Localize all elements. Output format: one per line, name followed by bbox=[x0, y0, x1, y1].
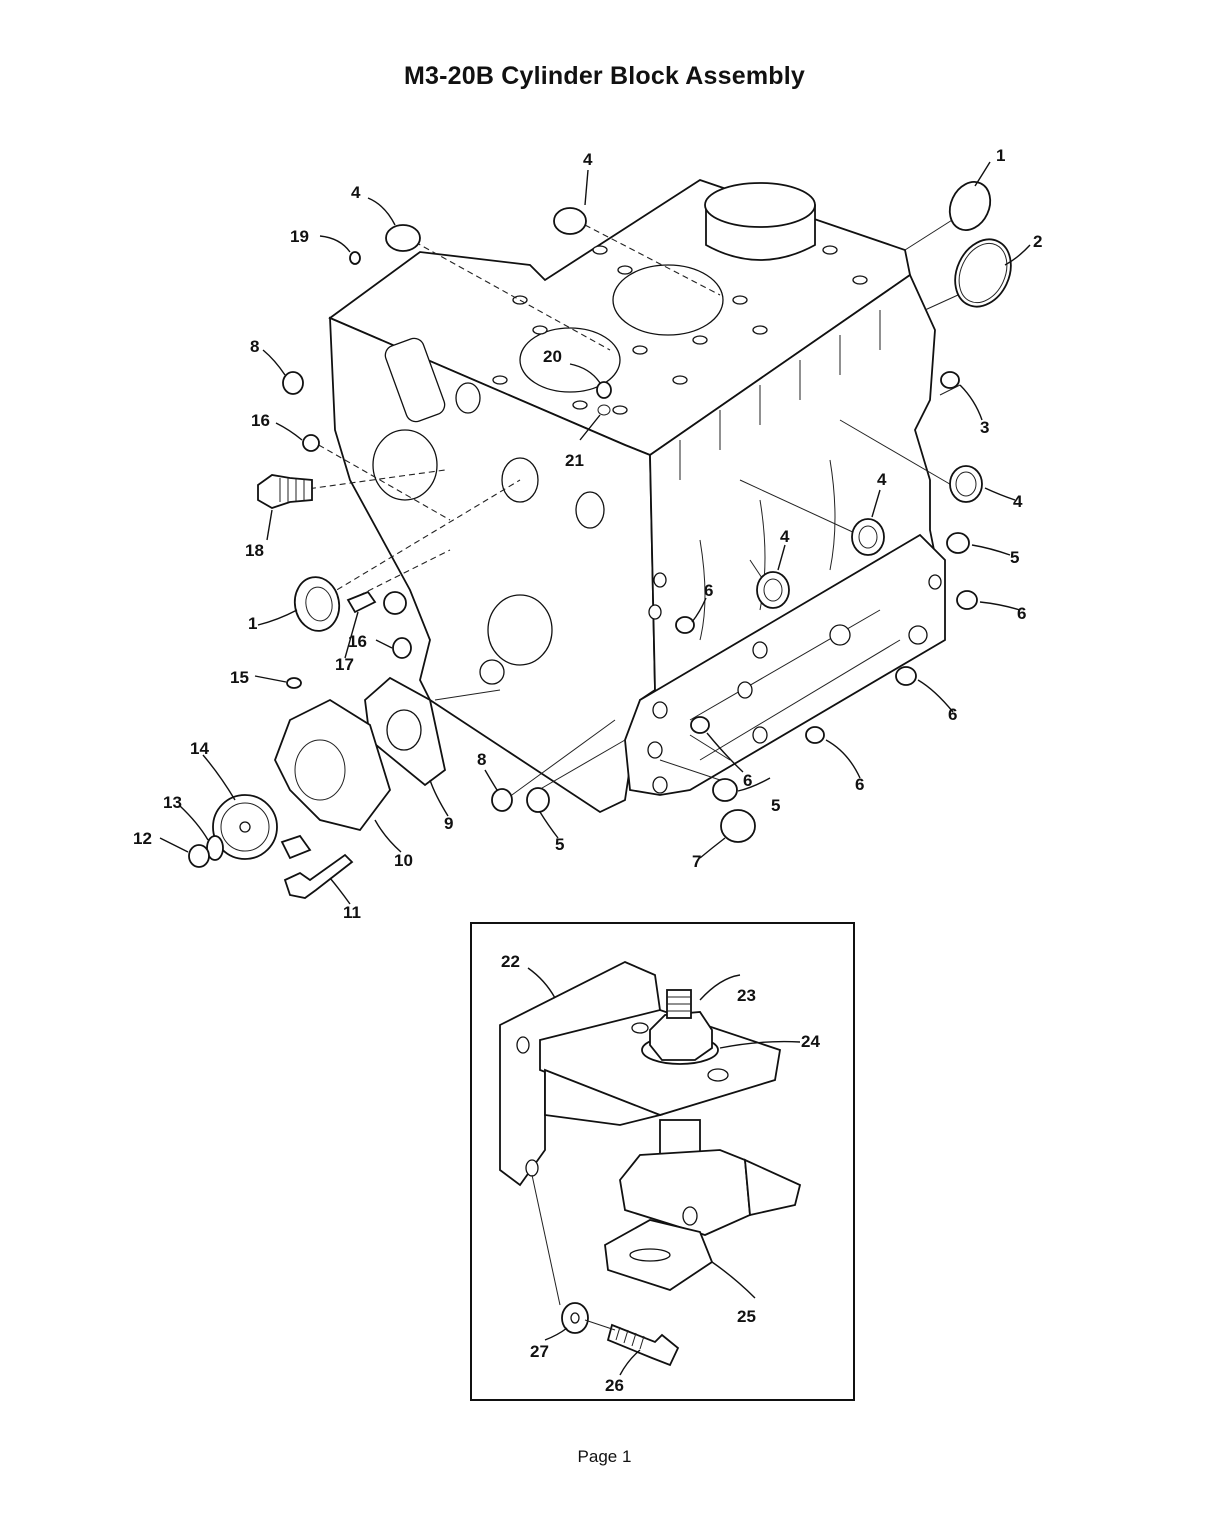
callout-4-mid: 4 bbox=[877, 470, 887, 489]
callout-6-b: 6 bbox=[1017, 604, 1026, 623]
callout-1-seal: 1 bbox=[248, 614, 257, 633]
callout-23: 23 bbox=[737, 986, 756, 1005]
cylinder-bore-3 bbox=[612, 264, 724, 336]
callout-16-top: 16 bbox=[251, 411, 270, 430]
part-8-dowel-a bbox=[282, 371, 304, 395]
callout-6-d: 6 bbox=[855, 775, 864, 794]
part-16-plug-b bbox=[383, 591, 407, 615]
part-4-bushing-d bbox=[851, 518, 885, 556]
assembly-lines bbox=[299, 214, 981, 801]
callout-26: 26 bbox=[605, 1376, 624, 1395]
front-face-bore-lower bbox=[487, 594, 553, 666]
part-19-dowel bbox=[349, 251, 361, 265]
callout-2: 2 bbox=[1033, 232, 1042, 251]
part-18-plug-bolt bbox=[257, 474, 313, 509]
part-12-nut bbox=[188, 844, 210, 868]
side-ribs bbox=[679, 310, 901, 761]
part-20-pin bbox=[596, 381, 612, 399]
callout-6-e: 6 bbox=[743, 771, 752, 790]
part-4-bushing-c bbox=[949, 465, 983, 503]
callout-4-top: 4 bbox=[583, 150, 593, 169]
engine-mount-inset: 22 23 24 25 26 27 bbox=[470, 922, 855, 1401]
part-11-bolt bbox=[283, 853, 354, 899]
front-face-bore-upper bbox=[372, 429, 438, 501]
part-6-plug-e bbox=[805, 726, 825, 744]
rail-holes bbox=[647, 572, 942, 794]
part-16-plug-a bbox=[302, 434, 320, 452]
callout-1-top: 1 bbox=[996, 146, 1005, 165]
callout-14: 14 bbox=[190, 739, 209, 758]
callout-labels: 1 2 3 4 4 4 4 4 19 8 20 16 21 18 5 6 6 1… bbox=[133, 146, 1042, 922]
callout-27: 27 bbox=[530, 1342, 549, 1361]
callout-25: 25 bbox=[737, 1307, 756, 1326]
part-16-plug-c bbox=[392, 637, 412, 659]
callout-21: 21 bbox=[565, 451, 584, 470]
part-17-pin bbox=[346, 590, 377, 614]
page-footer: Page 1 bbox=[577, 1447, 632, 1466]
part-6-plug-d bbox=[690, 716, 710, 734]
callout-24: 24 bbox=[801, 1032, 820, 1051]
part-5-plug-b bbox=[526, 787, 550, 813]
part-4-plug-a bbox=[385, 224, 421, 252]
callout-12: 12 bbox=[133, 829, 152, 848]
callout-6-c: 6 bbox=[948, 705, 957, 724]
leader-lines bbox=[159, 161, 1031, 905]
part-3-plug bbox=[940, 371, 960, 389]
part-5-plug-a bbox=[946, 532, 970, 554]
callout-4-right: 4 bbox=[1013, 492, 1023, 511]
callout-8-lower: 8 bbox=[477, 750, 486, 769]
part-6-plug-c bbox=[895, 666, 917, 686]
callout-9: 9 bbox=[444, 814, 453, 833]
callout-6-a: 6 bbox=[704, 581, 713, 600]
callout-10: 10 bbox=[394, 851, 413, 870]
part-1-oil-seal bbox=[293, 576, 341, 632]
callout-7: 7 bbox=[692, 852, 701, 871]
part-10-oil-pump bbox=[274, 698, 391, 832]
part-8-dowel-b bbox=[491, 788, 513, 812]
callout-11: 11 bbox=[343, 903, 361, 922]
page-title: M3-20B Cylinder Block Assembly bbox=[403, 62, 806, 90]
part-4-plug-b bbox=[553, 207, 587, 235]
callout-5-right: 5 bbox=[1010, 548, 1019, 567]
callout-13: 13 bbox=[163, 793, 182, 812]
callout-15: 15 bbox=[230, 668, 249, 687]
part-21-washer bbox=[597, 404, 611, 416]
part-5-plug-c bbox=[712, 778, 738, 802]
part-4-bushing-e bbox=[756, 571, 790, 609]
callout-20: 20 bbox=[543, 347, 562, 366]
callout-17: 17 bbox=[335, 655, 354, 674]
part-26-bolt bbox=[606, 1323, 680, 1367]
callout-19: 19 bbox=[290, 227, 309, 246]
callout-5-lower-right: 5 bbox=[771, 796, 780, 815]
callout-5-lower: 5 bbox=[555, 835, 564, 854]
loose-parts bbox=[188, 181, 1012, 899]
callout-18: 18 bbox=[245, 541, 264, 560]
callout-4-lower: 4 bbox=[780, 527, 790, 546]
callout-4-left: 4 bbox=[351, 183, 361, 202]
part-6-plug-a bbox=[675, 616, 695, 634]
callout-8-top: 8 bbox=[250, 337, 259, 356]
callout-16-lower: 16 bbox=[348, 632, 367, 651]
front-face-slot bbox=[384, 337, 446, 423]
part-6-plug-b bbox=[956, 590, 978, 610]
part-1-plug bbox=[948, 181, 992, 231]
part-15-key bbox=[286, 677, 302, 689]
part-7-drain-plug bbox=[720, 809, 756, 843]
part-2-o-ring bbox=[954, 238, 1012, 308]
callout-22: 22 bbox=[501, 952, 520, 971]
callout-3: 3 bbox=[980, 418, 989, 437]
